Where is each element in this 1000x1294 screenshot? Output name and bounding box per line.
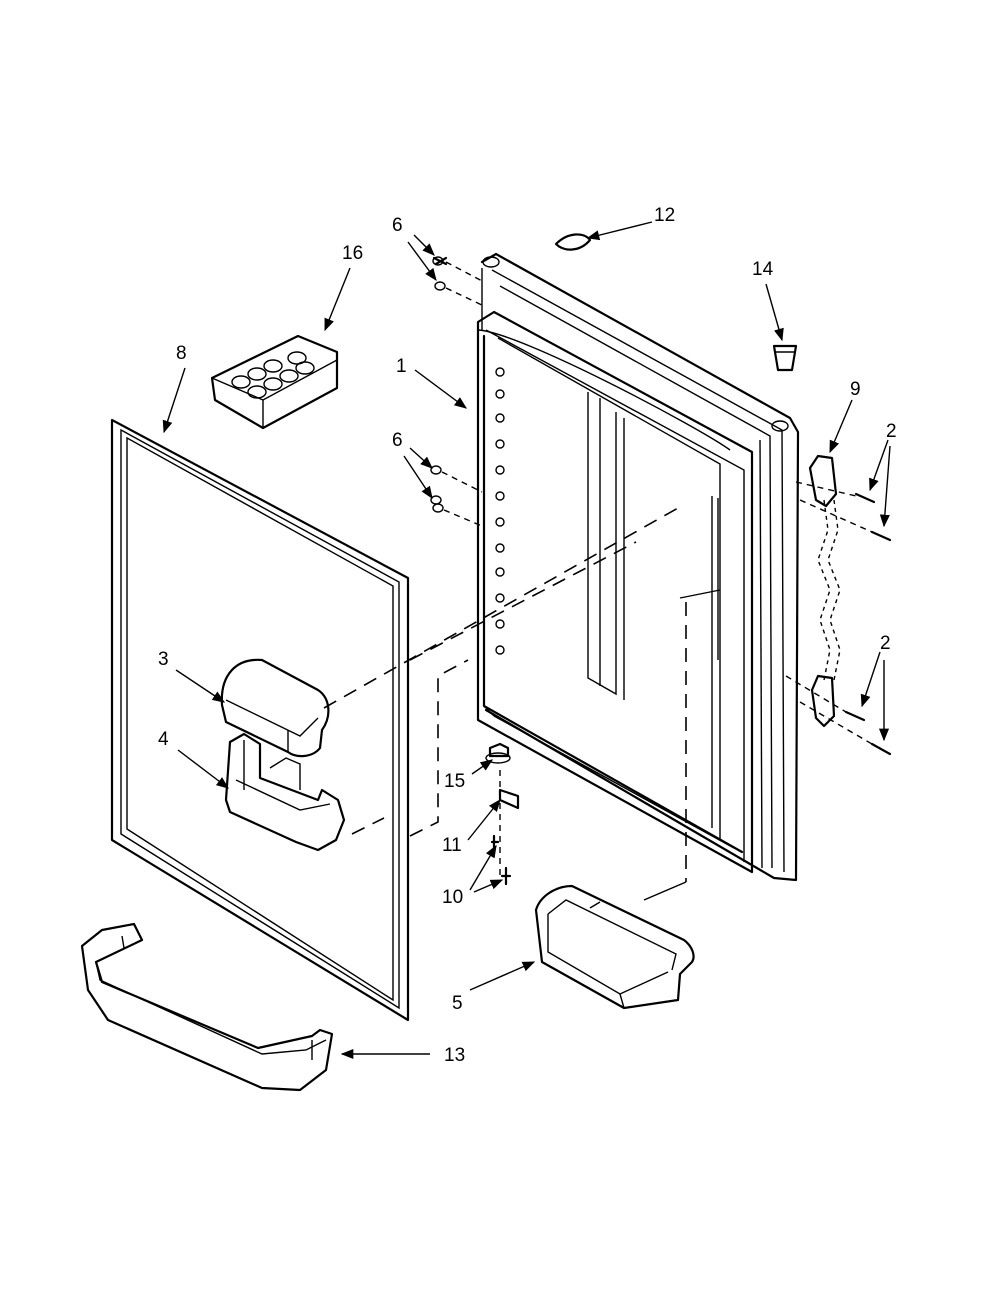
hinge-screws-upper — [795, 481, 892, 542]
lower-hinge-pin — [485, 742, 511, 880]
callout-8: 8 — [176, 343, 187, 364]
door-liner — [476, 310, 754, 874]
hole-plug — [554, 233, 592, 251]
callout-5: 5 — [452, 993, 463, 1014]
hinge-screws-lower — [785, 675, 892, 756]
door-bin — [534, 884, 695, 1010]
leader-lines — [162, 221, 891, 1060]
dairy-bin — [224, 732, 346, 852]
callout-1: 1 — [396, 356, 407, 377]
lower-hinge-bracket — [498, 788, 520, 810]
callout-6-middle: 6 — [392, 430, 403, 451]
egg-tray — [210, 334, 339, 430]
callout-12: 12 — [654, 205, 676, 226]
callout-4: 4 — [158, 729, 169, 750]
callout-2-lower: 2 — [880, 633, 891, 654]
screws-top — [432, 256, 485, 307]
callout-16: 16 — [342, 243, 364, 264]
callout-6-top: 6 — [392, 215, 403, 236]
callout-13: 13 — [444, 1045, 466, 1066]
callout-2-upper: 2 — [886, 421, 897, 442]
door-gasket — [480, 252, 800, 882]
hinge-assembly — [808, 454, 841, 728]
door-handle-trim — [80, 922, 334, 1092]
lower-hinge-screws — [490, 834, 512, 886]
callout-14: 14 — [752, 259, 774, 280]
hinge-cap — [772, 344, 798, 372]
screws-middle — [430, 465, 483, 527]
callout-10: 10 — [442, 887, 464, 908]
dairy-cover — [220, 658, 330, 758]
alignment-lines — [323, 507, 721, 901]
shelf-pegs — [495, 367, 505, 655]
callout-15: 15 — [444, 771, 466, 792]
callout-3: 3 — [158, 649, 169, 670]
door-outer-panel — [110, 418, 410, 1022]
callout-11: 11 — [442, 835, 462, 856]
callout-9: 9 — [850, 379, 861, 400]
